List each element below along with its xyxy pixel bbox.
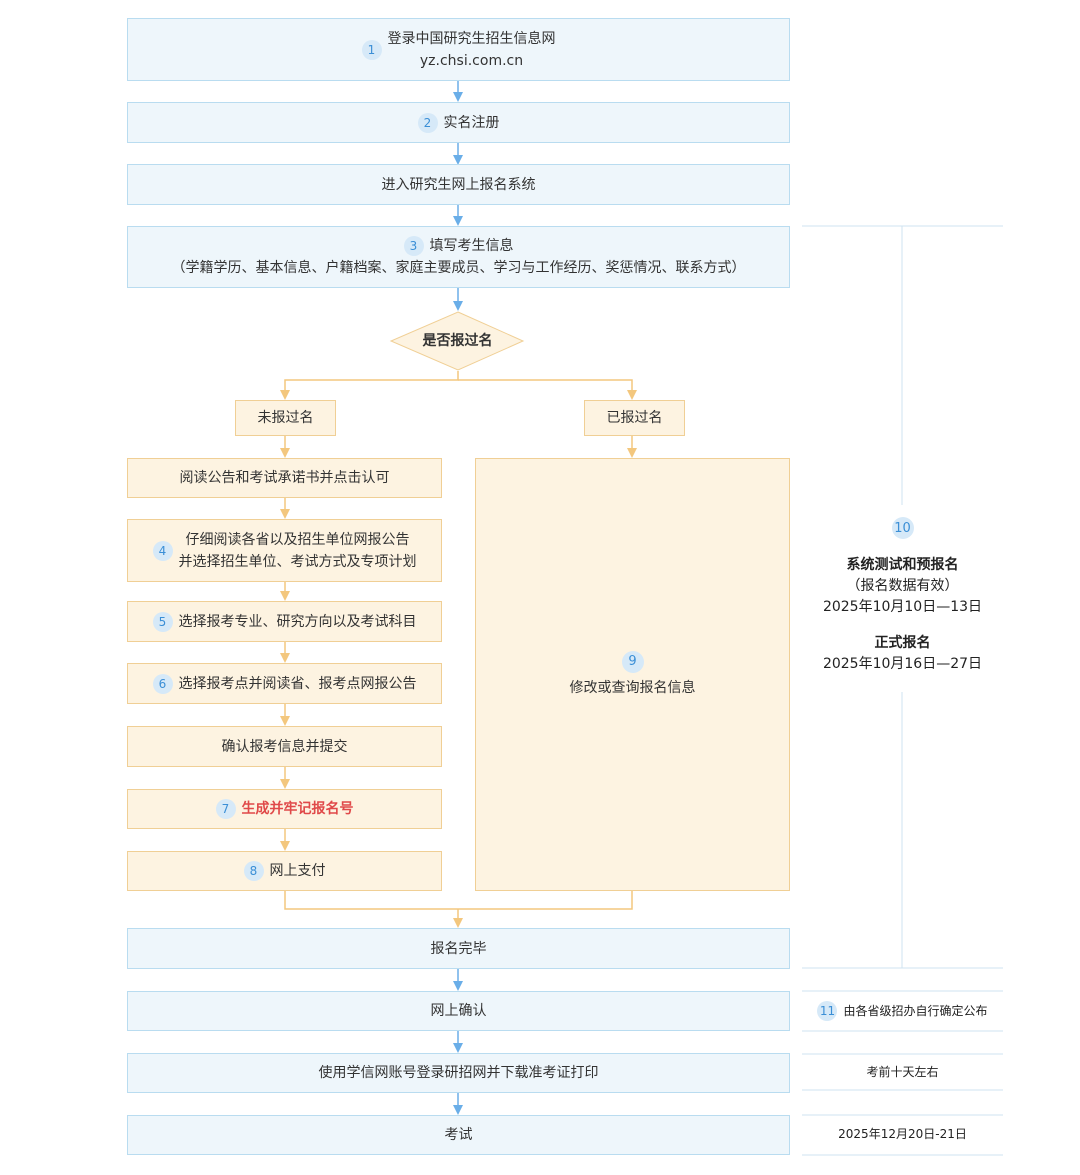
decision-label: 是否报过名 <box>422 333 493 349</box>
step-number-badge: 10 <box>891 517 914 539</box>
step-9-modify-query: 9 修改或查询报名信息 <box>475 458 790 891</box>
step-1-url: yz.chsi.com.cn <box>419 52 524 69</box>
step-3-detail: （学籍学历、基本信息、户籍档案、家庭主要成员、学习与工作经历、奖惩情况、联系方式… <box>171 260 746 276</box>
side-exam-date: 2025年12月20日-21日 <box>838 1127 967 1141</box>
print-ticket-label: 使用学信网账号登录研招网并下载准考证打印 <box>318 1065 599 1081</box>
step-online-confirm: 网上确认 <box>127 991 790 1031</box>
step-print-ticket: 使用学信网账号登录研招网并下载准考证打印 <box>127 1053 790 1093</box>
step-7-label: 生成并牢记报名号 <box>241 801 354 817</box>
step-7-generate-id: 7 生成并牢记报名号 <box>127 789 442 829</box>
step-number-badge: 4 <box>152 540 173 561</box>
step-number-badge: 2 <box>417 112 438 133</box>
step-number-badge: 6 <box>152 673 173 694</box>
step-1-title: 登录中国研究生招生信息网 <box>387 30 556 47</box>
step-8-label: 网上支付 <box>269 863 326 879</box>
step-number-badge: 11 <box>817 1001 838 1021</box>
step-1-login: 1 登录中国研究生招生信息网 yz.chsi.com.cn <box>127 18 790 81</box>
online-confirm-label: 网上确认 <box>430 1003 487 1019</box>
step-read-notice: 阅读公告和考试承诺书并点击认可 <box>127 458 442 498</box>
step-done: 报名完毕 <box>127 928 790 969</box>
branch-left <box>280 371 459 400</box>
formal-reg-title: 正式报名 <box>874 635 931 651</box>
step-number-badge: 1 <box>361 39 382 60</box>
side-confirm-note-11: 11 由各省级招办自行确定公布 <box>802 999 1003 1023</box>
exam-label: 考试 <box>444 1127 473 1143</box>
step-number-badge: 7 <box>215 799 236 819</box>
read-notice-label: 阅读公告和考试承诺书并点击认可 <box>179 470 390 486</box>
branch-not-registered-label: 未报过名 <box>257 410 314 426</box>
step-4-choose-unit: 4 仔细阅读各省以及招生单位网报公告 并选择招生单位、考试方式及专项计划 <box>127 519 442 582</box>
step-4-line2: 并选择招生单位、考试方式及专项计划 <box>178 553 417 570</box>
step-4-line1: 仔细阅读各省以及招生单位网报公告 <box>185 531 410 548</box>
side-print-time: 考前十天左右 <box>866 1065 939 1079</box>
step-5-label: 选择报考专业、研究方向以及考试科目 <box>178 613 417 630</box>
branch-registered: 已报过名 <box>584 400 685 436</box>
step-number-badge: 9 <box>621 650 644 673</box>
branch-registered-label: 已报过名 <box>606 410 663 426</box>
side-schedule-10: 10 系统测试和预报名 （报名数据有效） 2025年10月10日—13日 正式报… <box>802 517 1003 675</box>
prereg-subtitle: （报名数据有效） <box>846 578 959 594</box>
step-2-register: 2 实名注册 <box>127 102 790 143</box>
step-8-payment: 8 网上支付 <box>127 851 442 891</box>
step-3-fill-info: 3 填写考生信息 （学籍学历、基本信息、户籍档案、家庭主要成员、学习与工作经历、… <box>127 226 790 288</box>
step-3-title: 填写考生信息 <box>429 238 514 254</box>
branch-right <box>458 379 637 400</box>
decision-diamond <box>389 311 525 371</box>
step-number-badge: 8 <box>243 861 264 881</box>
step-exam: 考试 <box>127 1115 790 1155</box>
step-9-label: 修改或查询报名信息 <box>569 679 696 696</box>
step-enter-system: 进入研究生网上报名系统 <box>127 164 790 205</box>
prereg-title: 系统测试和预报名 <box>846 557 959 573</box>
confirm-note-label: 由各省级招办自行确定公布 <box>843 1003 988 1018</box>
step-6-label: 选择报考点并阅读省、报考点网报公告 <box>178 675 417 692</box>
step-confirm-submit: 确认报考信息并提交 <box>127 726 442 767</box>
confirm-submit-label: 确认报考信息并提交 <box>221 738 348 755</box>
step-6-choose-site: 6 选择报考点并阅读省、报考点网报公告 <box>127 663 442 704</box>
step-2-label: 实名注册 <box>443 114 500 131</box>
done-label: 报名完毕 <box>430 940 487 957</box>
step-5-choose-major: 5 选择报考专业、研究方向以及考试科目 <box>127 601 442 642</box>
merge-line <box>284 891 633 910</box>
step-number-badge: 5 <box>152 611 173 632</box>
branch-not-registered: 未报过名 <box>235 400 336 436</box>
enter-system-label: 进入研究生网上报名系统 <box>381 176 536 193</box>
step-number-badge: 3 <box>403 236 424 256</box>
formal-reg-date: 2025年10月16日—27日 <box>822 656 983 672</box>
prereg-date: 2025年10月10日—13日 <box>822 599 983 615</box>
